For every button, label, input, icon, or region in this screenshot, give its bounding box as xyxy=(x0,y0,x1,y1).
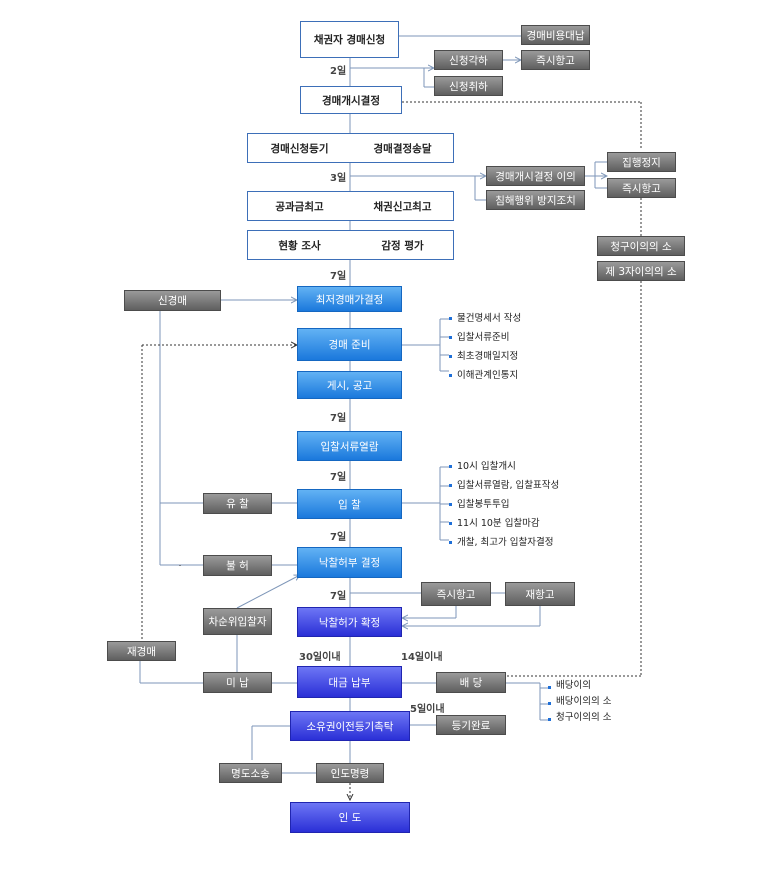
list-item: 최초경매일지정 xyxy=(449,347,521,366)
unpaid-box[interactable]: 미 납 xyxy=(203,672,272,693)
immediate-appeal-box-1[interactable]: 즉시항고 xyxy=(521,50,590,70)
price-payment-box[interactable]: 대금 납부 xyxy=(297,666,402,698)
days-7-label-c: 7일 xyxy=(330,472,347,483)
auction-decision-delivery-cell[interactable]: 경매결정송달 xyxy=(373,142,432,155)
distribution-steps-list: 배당이의 배당이의의 소 청구이의의 소 xyxy=(548,678,611,726)
objection-to-start-box[interactable]: 경매개시결정 이의 xyxy=(486,166,585,186)
execution-stop-box[interactable]: 집행정지 xyxy=(607,152,676,172)
public-charge-notice-cell[interactable]: 공과금최고 xyxy=(275,200,324,213)
appraisal-cell[interactable]: 감정 평가 xyxy=(381,239,424,252)
days-7-label-d: 7일 xyxy=(330,532,347,543)
application-rejected-box[interactable]: 신청각하 xyxy=(434,50,503,70)
auction-preparation-box[interactable]: 경매 준비 xyxy=(297,328,402,361)
days-7-label-a: 7일 xyxy=(330,271,347,282)
bidding-box[interactable]: 입 찰 xyxy=(297,489,402,519)
creditor-application-box[interactable]: 채권자 경매신청 xyxy=(300,21,399,58)
status-survey-cell[interactable]: 현황 조사 xyxy=(278,239,321,252)
survey-appraisal-pair: 현황 조사 감정 평가 xyxy=(247,230,454,260)
delivery-box[interactable]: 인 도 xyxy=(290,802,410,833)
days-3-label: 3일 xyxy=(330,173,347,184)
list-item: 11시 10분 입찰마감 xyxy=(449,514,559,533)
list-item: 개찰, 최고가 입찰자결정 xyxy=(449,533,559,552)
list-item: 배당이의의 소 xyxy=(548,694,611,710)
minimum-price-decision-box[interactable]: 최저경매가결정 xyxy=(297,286,402,312)
re-auction-box[interactable]: 재경매 xyxy=(107,641,176,661)
preparation-steps-list: 물건명세서 작성 입찰서류준비 최초경매일지정 이해관계인통지 xyxy=(449,309,521,385)
claim-objection-suit-box[interactable]: 청구이의의 소 xyxy=(597,236,685,256)
new-auction-box[interactable]: 신경매 xyxy=(124,290,221,311)
list-item: 배당이의 xyxy=(548,678,611,694)
list-item: 입찰봉투투입 xyxy=(449,495,559,514)
days-2-label: 2일 xyxy=(330,66,347,77)
auction-cost-advance-box[interactable]: 경매비용대납 xyxy=(521,25,590,45)
ownership-transfer-box[interactable]: 소유권이전등기촉탁 xyxy=(290,711,410,741)
bidding-steps-list: 10시 입찰개시 입찰서류열람, 입찰표작성 입찰봉투투입 11시 10분 입찰… xyxy=(449,457,559,552)
list-item: 물건명세서 작성 xyxy=(449,309,521,328)
disallowed-box[interactable]: 불 허 xyxy=(203,555,272,576)
creditor-report-notice-cell[interactable]: 채권신고최고 xyxy=(373,200,432,213)
within-30-days-label: 30일이내 xyxy=(299,652,341,663)
bid-document-inspection-box[interactable]: 입찰서류열람 xyxy=(297,431,402,461)
list-item: 입찰서류준비 xyxy=(449,328,521,347)
notice-pair: 공과금최고 채권신고최고 xyxy=(247,191,454,221)
auction-start-decision-box[interactable]: 경매개시결정 xyxy=(300,86,402,114)
posting-notice-box[interactable]: 게시, 공고 xyxy=(297,371,402,399)
list-item: 이해관계인통지 xyxy=(449,366,521,385)
auction-registration-cell[interactable]: 경매신청등기 xyxy=(270,142,329,155)
delivery-order-box[interactable]: 인도명령 xyxy=(316,763,384,783)
next-bidder-box[interactable]: 차순위입찰자 xyxy=(203,608,272,635)
list-item: 10시 입찰개시 xyxy=(449,457,559,476)
within-5-days-label: 5일이내 xyxy=(410,704,445,715)
eviction-suit-box[interactable]: 명도소송 xyxy=(219,763,282,783)
winning-bid-decision-box[interactable]: 낙찰허부 결정 xyxy=(297,547,402,578)
winning-bid-confirmed-box[interactable]: 낙찰허가 확정 xyxy=(297,607,402,637)
re-appeal-box[interactable]: 재항고 xyxy=(505,582,575,606)
application-withdrawn-box[interactable]: 신청취하 xyxy=(434,76,503,96)
list-item: 청구이의의 소 xyxy=(548,710,611,726)
within-14-days-label: 14일이내 xyxy=(401,652,443,663)
list-item: 입찰서류열람, 입찰표작성 xyxy=(449,476,559,495)
registration-delivery-pair: 경매신청등기 경매결정송달 xyxy=(247,133,454,163)
distribution-box[interactable]: 배 당 xyxy=(436,672,506,693)
days-7-label-b: 7일 xyxy=(330,413,347,424)
immediate-appeal-box-3[interactable]: 즉시항고 xyxy=(421,582,491,606)
immediate-appeal-box-2[interactable]: 즉시항고 xyxy=(607,178,676,198)
damage-prevention-box[interactable]: 침해행위 방지조치 xyxy=(486,190,585,210)
third-party-objection-suit-box[interactable]: 제 3자이의의 소 xyxy=(597,261,685,281)
failed-bid-box[interactable]: 유 찰 xyxy=(203,493,272,514)
registration-complete-box[interactable]: 등기완료 xyxy=(436,715,506,735)
days-7-label-e: 7일 xyxy=(330,591,347,602)
